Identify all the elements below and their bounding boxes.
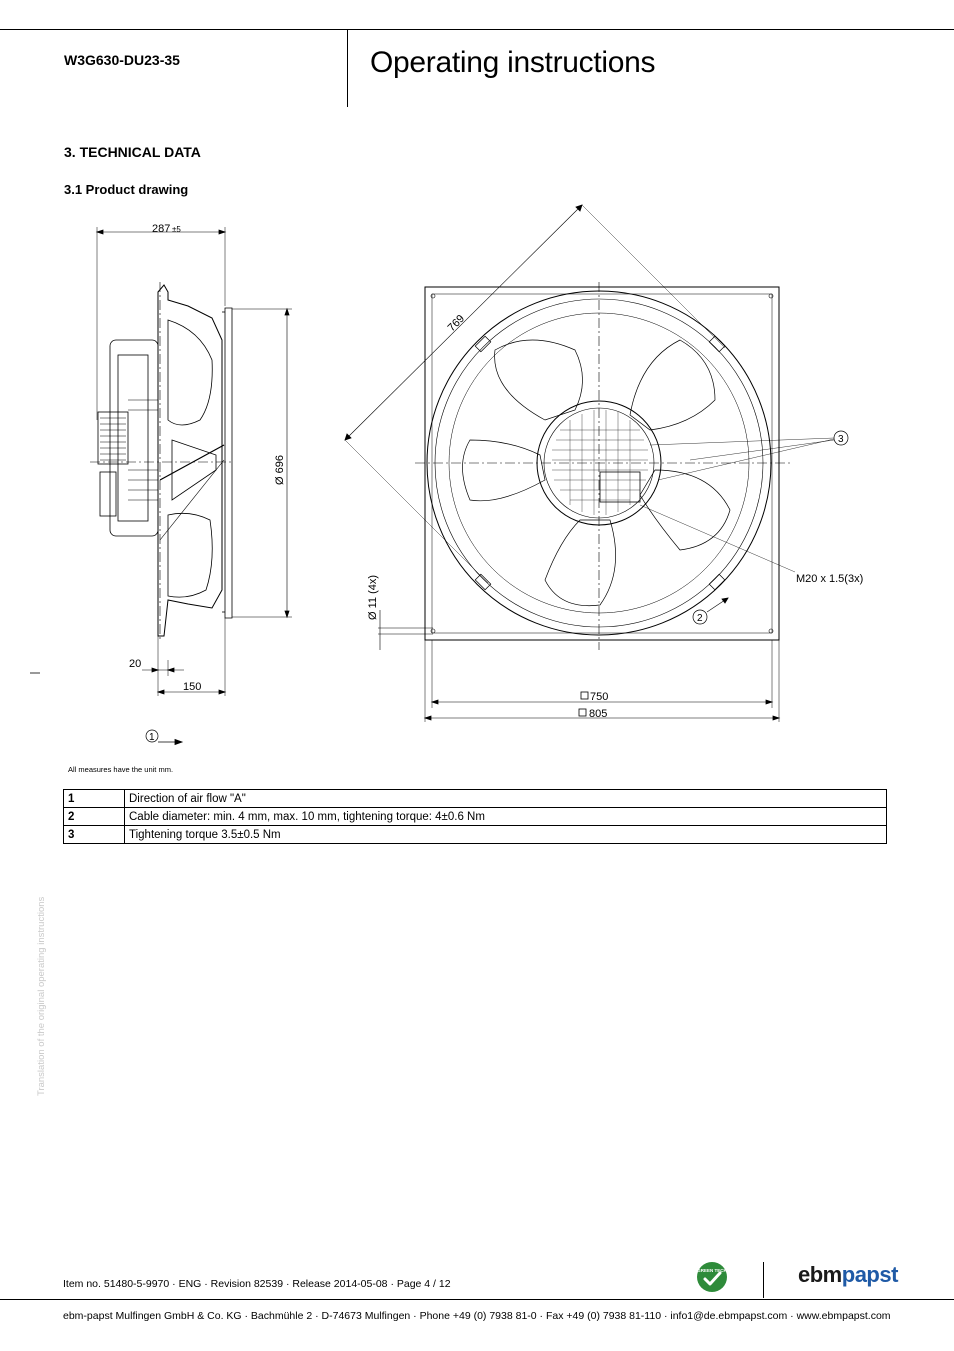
callout-1: 1 — [149, 732, 155, 743]
header-top-rule — [0, 29, 954, 30]
brand-ebm: ebm — [798, 1262, 842, 1287]
units-note: All measures have the unit mm. — [68, 765, 174, 774]
section-title: 3. TECHNICAL DATA — [64, 144, 201, 160]
dim-depth: 287 — [152, 223, 170, 235]
dim-depth-tol: ±5 — [172, 225, 181, 234]
header-divider — [347, 29, 348, 107]
brand-divider — [763, 1262, 764, 1298]
legend-row: 1 Direction of air flow "A" — [63, 789, 887, 808]
dim-diagonal: 769 — [446, 313, 467, 334]
legend-num: 1 — [63, 789, 125, 808]
legend-num: 3 — [63, 825, 125, 844]
legend-table: 1 Direction of air flow "A" 2 Cable diam… — [63, 789, 887, 844]
legend-row: 2 Cable diameter: min. 4 mm, max. 10 mm,… — [63, 807, 887, 826]
brand-papst: papst — [841, 1262, 899, 1287]
footer-address: ebm-papst Mulfingen GmbH & Co. KG · Bach… — [63, 1310, 891, 1322]
translation-note: Translation of the original operating in… — [36, 896, 47, 1096]
legend-row: 3 Tightening torque 3.5±0.5 Nm — [63, 825, 887, 844]
legend-text: Tightening torque 3.5±0.5 Nm — [124, 825, 887, 844]
fan-front-view — [415, 282, 790, 650]
dim-750: 750 — [590, 691, 608, 703]
dim-150: 150 — [183, 681, 201, 693]
callout-3: 3 — [838, 434, 844, 445]
green-tech-badge-icon: GREEN TECH — [697, 1262, 727, 1292]
legend-text: Cable diameter: min. 4 mm, max. 10 mm, t… — [124, 807, 887, 826]
model-number: W3G630-DU23-35 — [64, 52, 180, 68]
badge-label: GREEN TECH — [697, 1268, 727, 1273]
dim-diameter: Ø 696 — [274, 455, 286, 485]
subsection-title: 3.1 Product drawing — [64, 182, 189, 197]
dim-hole: Ø 11 (4x) — [367, 575, 379, 620]
item-line: Item no. 51480-5-9970 · ENG · Revision 8… — [63, 1278, 451, 1290]
footer-rule — [0, 1299, 954, 1300]
legend-text: Direction of air flow "A" — [124, 789, 887, 808]
dim-805: 805 — [589, 708, 607, 720]
product-drawing: 287 ±5 Ø 696 20 150 Ø 11 (4x) 769 750 80… — [30, 204, 863, 746]
page-title: Operating instructions — [370, 46, 656, 79]
ebmpapst-logo: ebmpapst — [798, 1262, 898, 1288]
legend-num: 2 — [63, 807, 125, 826]
dim-20: 20 — [129, 658, 141, 670]
callout-2: 2 — [697, 613, 703, 624]
fan-side-view — [90, 282, 233, 640]
dim-thread: M20 x 1.5(3x) — [796, 573, 863, 585]
